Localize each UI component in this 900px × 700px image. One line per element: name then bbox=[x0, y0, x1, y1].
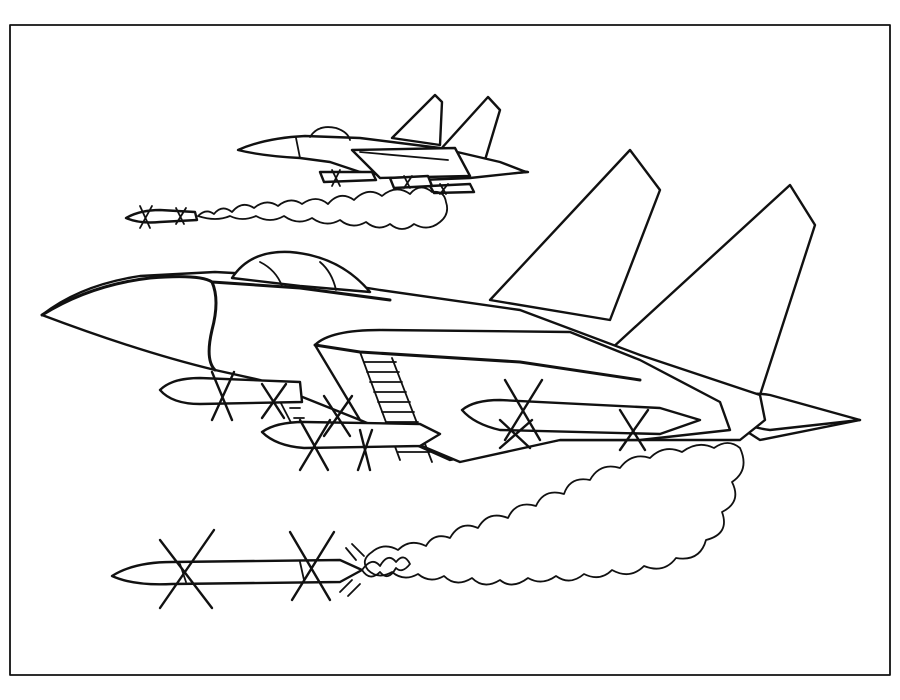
missile-icon-underwing-right bbox=[460, 378, 702, 452]
fighter-jet-icon-small bbox=[236, 93, 530, 195]
missile-icon-small bbox=[124, 205, 199, 229]
fighter-jet-icon-large bbox=[40, 148, 862, 464]
missile-icon-underwing-left bbox=[158, 370, 304, 422]
smoke-trail-icon-large bbox=[363, 442, 745, 586]
page-frame bbox=[9, 24, 891, 676]
missile-icon-fired bbox=[110, 528, 411, 610]
smoke-trail-icon-small bbox=[197, 186, 449, 230]
missile-icon-underwing-center bbox=[260, 394, 442, 472]
